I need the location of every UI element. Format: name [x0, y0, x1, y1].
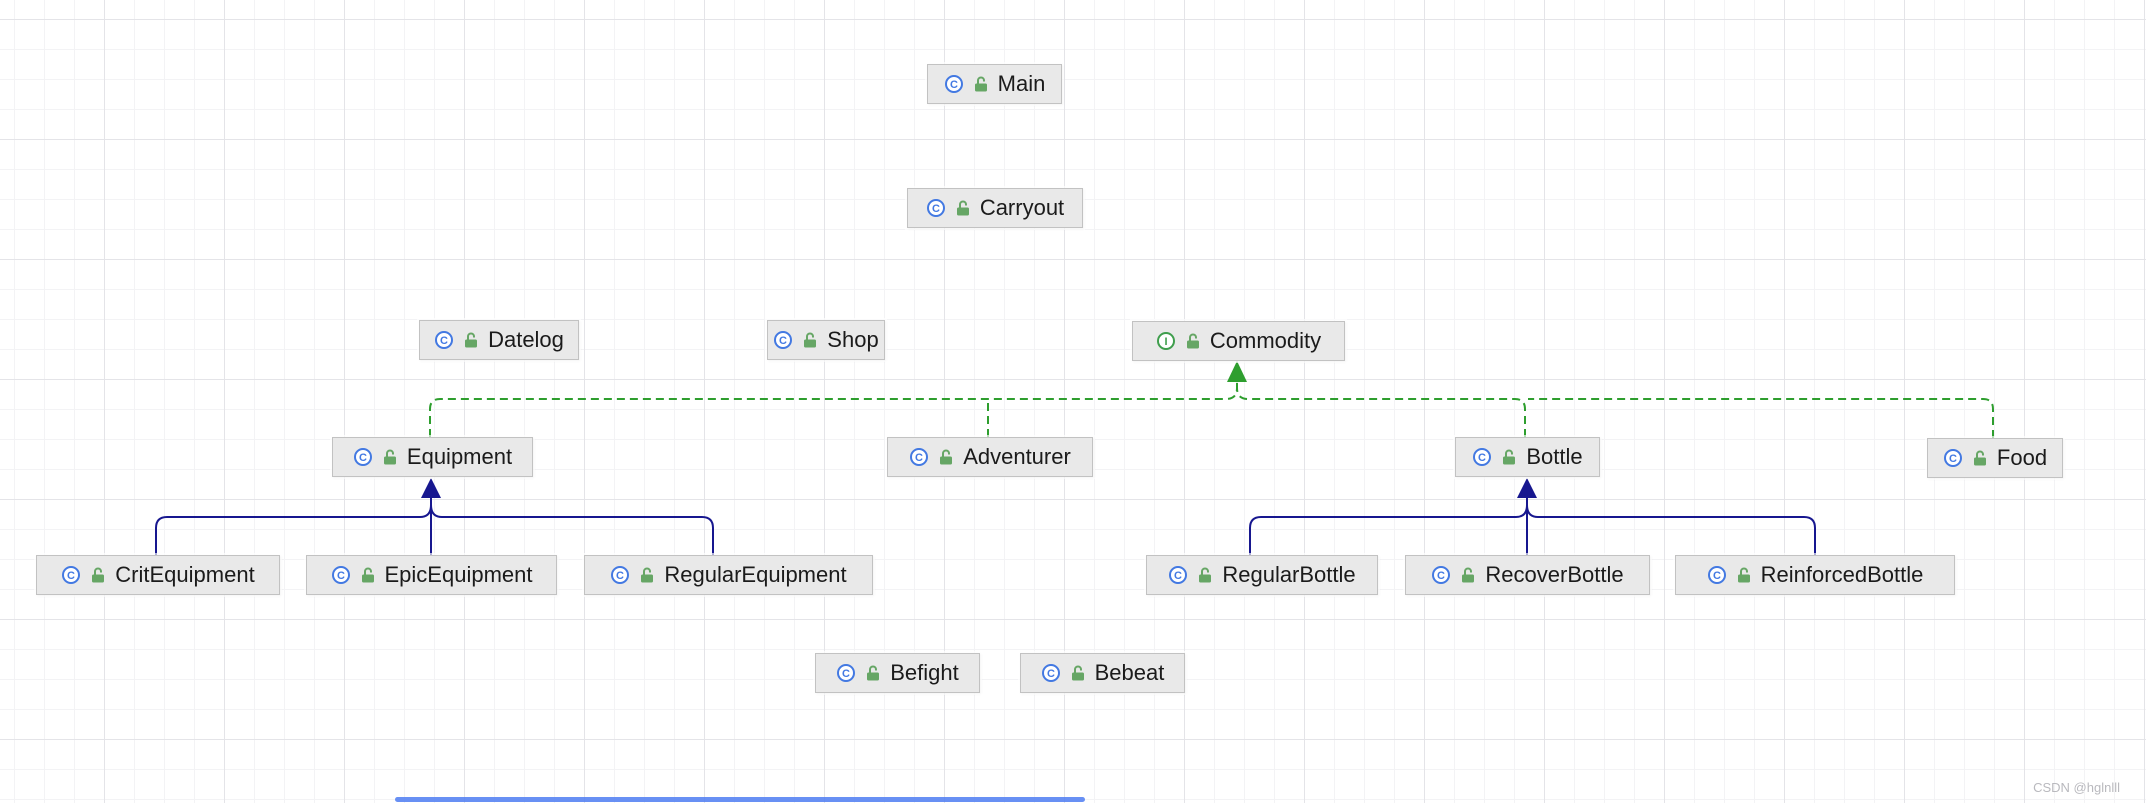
- open-lock-icon: [863, 663, 883, 683]
- class-icon: C: [1707, 565, 1727, 585]
- svg-text:C: C: [915, 452, 923, 464]
- class-icon: C: [61, 565, 81, 585]
- open-lock-icon: [1970, 448, 1990, 468]
- open-lock-icon: [637, 565, 657, 585]
- node-adventurer[interactable]: C Adventurer: [887, 437, 1093, 477]
- node-label: ReinforcedBottle: [1760, 562, 1924, 587]
- svg-text:C: C: [1713, 570, 1721, 582]
- node-recoverbottle[interactable]: C RecoverBottle: [1405, 555, 1650, 595]
- open-lock-icon: [1195, 565, 1215, 585]
- class-icon: C: [331, 565, 351, 585]
- node-datelog[interactable]: C Datelog: [419, 320, 579, 360]
- horizontal-scrollbar-thumb[interactable]: [395, 797, 1085, 802]
- open-lock-icon: [1499, 447, 1519, 467]
- class-icon: C: [836, 663, 856, 683]
- node-label: EpicEquipment: [384, 562, 533, 587]
- class-icon: C: [1168, 565, 1188, 585]
- node-label: Main: [997, 71, 1046, 96]
- open-lock-icon: [953, 198, 973, 218]
- node-label: Commodity: [1209, 328, 1322, 353]
- svg-text:I: I: [1164, 336, 1167, 348]
- node-shop[interactable]: C Shop: [767, 320, 885, 360]
- open-lock-icon: [1068, 663, 1088, 683]
- node-critequipment[interactable]: C CritEquipment: [36, 555, 280, 595]
- class-icon: C: [944, 74, 964, 94]
- interface-icon: I: [1156, 331, 1176, 351]
- svg-text:C: C: [932, 203, 940, 215]
- open-lock-icon: [461, 330, 481, 350]
- edge-reinforcedbottle-extends-bottle: [1526, 504, 1816, 555]
- svg-text:C: C: [359, 452, 367, 464]
- node-main[interactable]: C Main: [927, 64, 1062, 104]
- class-icon: C: [1943, 448, 1963, 468]
- node-label: Adventurer: [963, 444, 1071, 469]
- open-lock-icon: [88, 565, 108, 585]
- svg-text:C: C: [440, 335, 448, 347]
- class-icon: C: [1472, 447, 1492, 467]
- class-icon: C: [434, 330, 454, 350]
- edge-equipment-implements-commodity: [429, 381, 1238, 437]
- edge-regularequipment-extends-equipment: [430, 504, 714, 555]
- open-lock-icon: [800, 330, 820, 350]
- node-commodity[interactable]: I Commodity: [1132, 321, 1345, 361]
- class-icon: C: [773, 330, 793, 350]
- svg-text:C: C: [779, 335, 787, 347]
- implements-arrowhead: [1227, 361, 1247, 382]
- class-icon: C: [610, 565, 630, 585]
- edge-food-implements-commodity: [1528, 398, 1994, 438]
- node-label: Befight: [890, 660, 959, 685]
- extends-arrowhead-bottle: [1517, 478, 1537, 498]
- svg-text:C: C: [950, 79, 958, 91]
- svg-text:C: C: [67, 570, 75, 582]
- node-label: Datelog: [488, 327, 564, 352]
- class-icon: C: [1431, 565, 1451, 585]
- edge-bottle-implements-commodity: [1236, 381, 1526, 437]
- svg-text:C: C: [616, 570, 624, 582]
- svg-text:C: C: [1047, 668, 1055, 680]
- node-label: RegularBottle: [1222, 562, 1356, 587]
- node-carryout[interactable]: C Carryout: [907, 188, 1083, 228]
- node-bottle[interactable]: C Bottle: [1455, 437, 1600, 477]
- open-lock-icon: [936, 447, 956, 467]
- node-label: Food: [1996, 445, 2048, 470]
- node-befight[interactable]: C Befight: [815, 653, 980, 693]
- node-food[interactable]: C Food: [1927, 438, 2063, 478]
- node-label: CritEquipment: [115, 562, 255, 587]
- open-lock-icon: [1734, 565, 1754, 585]
- svg-text:C: C: [842, 668, 850, 680]
- node-label: Equipment: [406, 444, 513, 469]
- node-label: Carryout: [979, 195, 1065, 220]
- open-lock-icon: [358, 565, 378, 585]
- node-equipment[interactable]: C Equipment: [332, 437, 533, 477]
- svg-text:C: C: [1949, 453, 1957, 465]
- node-label: RecoverBottle: [1485, 562, 1624, 587]
- node-regularbottle[interactable]: C RegularBottle: [1146, 555, 1378, 595]
- edge-regularbottle-extends-bottle: [1249, 504, 1528, 555]
- watermark: CSDN @hglnlll: [2033, 780, 2120, 795]
- node-label: Bottle: [1526, 444, 1583, 469]
- svg-text:C: C: [1478, 452, 1486, 464]
- open-lock-icon: [380, 447, 400, 467]
- class-icon: C: [353, 447, 373, 467]
- svg-text:C: C: [1174, 570, 1182, 582]
- node-reinforcedbottle[interactable]: C ReinforcedBottle: [1675, 555, 1955, 595]
- extends-arrowhead-equipment: [421, 478, 441, 498]
- open-lock-icon: [971, 74, 991, 94]
- svg-text:C: C: [337, 570, 345, 582]
- node-epicequipment[interactable]: C EpicEquipment: [306, 555, 557, 595]
- class-icon: C: [926, 198, 946, 218]
- class-icon: C: [1041, 663, 1061, 683]
- class-icon: C: [909, 447, 929, 467]
- open-lock-icon: [1183, 331, 1203, 351]
- node-regularequipment[interactable]: C RegularEquipment: [584, 555, 873, 595]
- edge-critequipment-extends-equipment: [155, 504, 432, 555]
- node-label: Shop: [827, 327, 879, 352]
- node-label: RegularEquipment: [664, 562, 847, 587]
- node-bebeat[interactable]: C Bebeat: [1020, 653, 1185, 693]
- node-label: Bebeat: [1094, 660, 1165, 685]
- svg-text:C: C: [1437, 570, 1445, 582]
- open-lock-icon: [1458, 565, 1478, 585]
